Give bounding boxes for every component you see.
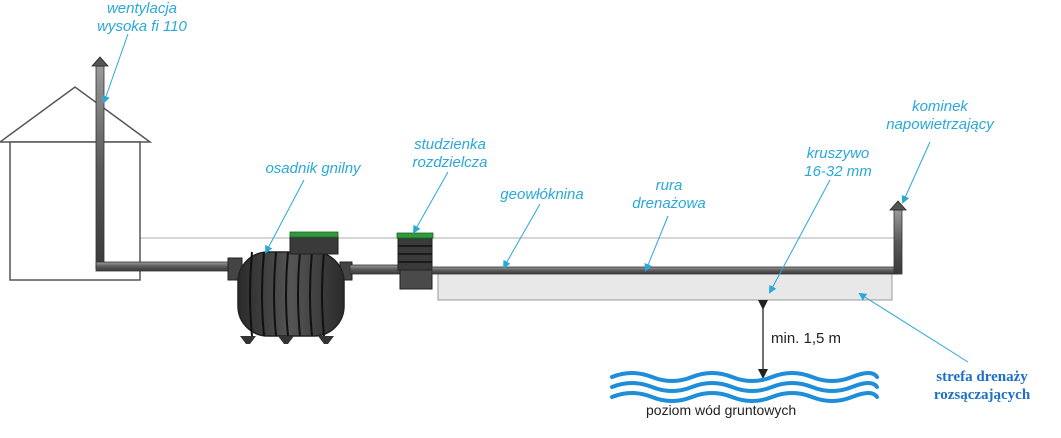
groundwater-waves (610, 371, 879, 403)
gravel-bed (437, 271, 893, 301)
house (0, 86, 153, 281)
drainage-pipe (431, 266, 899, 275)
label-groundwater: poziom wód gruntowych (646, 402, 797, 418)
label-min-depth: min. 1,5 m (771, 330, 842, 347)
label-drainage-zone: strefa drenaży rozsączających (933, 369, 1031, 403)
septic-tank (227, 231, 353, 344)
label-septic-tank: osadnik gnilny (265, 160, 361, 177)
label-drainage-pipe: rura drenażowa (632, 177, 706, 212)
label-gravel: kruszywo 16-32 mm (804, 145, 872, 180)
leader-lines (102, 33, 969, 363)
label-geotextile: geowłóknina (500, 186, 584, 203)
label-aeration-chimney: kominek napowietrzający (886, 98, 994, 133)
label-ventilation: wentylacja wysoka fi 110 (97, 0, 187, 35)
aeration-chimney (889, 200, 907, 275)
distribution-chamber (396, 232, 434, 290)
connecting-pipe (349, 264, 403, 275)
label-distribution-chamber: studzienka rozdzielcza (412, 136, 488, 171)
